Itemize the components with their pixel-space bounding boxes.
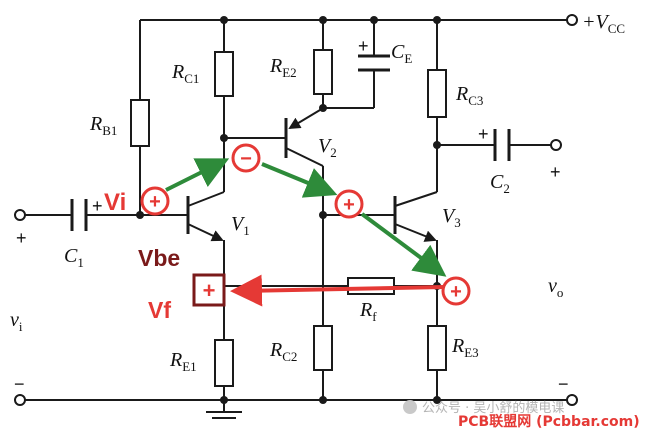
output-minus-sign: − (558, 374, 569, 394)
arrow-v2-base-to-collector (261, 162, 338, 198)
transistor-v2-emitter (288, 109, 321, 130)
annotation-vf: Vf (148, 297, 171, 323)
transistor-v1-emitter (187, 223, 224, 242)
label-re1: RE1 (169, 349, 197, 374)
label-rf: Rf (359, 299, 377, 324)
mark-v2-sign: + (343, 194, 355, 216)
input-minus-sign: − (14, 374, 25, 394)
vf-box-sign: + (203, 278, 216, 303)
label-rc3: RC3 (455, 83, 483, 108)
watermark-site: PCB联盟网 (Pcbbar.com) (458, 414, 640, 430)
component-labels: +VCC RB1 RC1 RE2 CE RC3 V1 V2 V3 C1 C2 R… (10, 11, 625, 374)
mark-v1-sign: − (240, 148, 252, 170)
resistor-rc1 (214, 51, 234, 97)
mark-v1-collector-negative (231, 143, 261, 173)
resistor-rb1 (130, 99, 150, 147)
terminal-input-plus (14, 209, 26, 221)
label-v1: V1 (231, 213, 250, 238)
resistor-rf (347, 277, 395, 295)
label-re3: RE3 (451, 335, 479, 360)
wechat-icon (403, 400, 417, 414)
circuit-wires (25, 19, 568, 419)
terminal-output-minus (566, 394, 578, 406)
terminals (14, 14, 578, 406)
label-c2: C2 (490, 171, 510, 196)
label-re2: RE2 (269, 55, 297, 80)
label-ce: CE (391, 41, 412, 66)
capacitors (70, 54, 511, 231)
label-vi: vi (10, 309, 23, 334)
mark-v3-emitter-positive (441, 276, 471, 306)
output-plus-sign: + (550, 162, 561, 182)
mark-v2-collector-positive (334, 189, 364, 219)
polarity-signs: + + + + + − − (14, 36, 569, 394)
feedback-arrow (230, 274, 445, 307)
input-plus-sign: + (16, 228, 27, 248)
resistor-rc2 (313, 325, 333, 371)
feedback-arrow-group (230, 274, 445, 307)
transistor-v1-collector (187, 191, 225, 207)
resistor-rc3 (427, 69, 447, 118)
terminal-vcc (566, 14, 578, 26)
label-rb1: RB1 (89, 113, 117, 138)
mark-vi-sign: + (149, 191, 161, 213)
junction-dots (136, 16, 441, 404)
terminal-output-plus (550, 139, 562, 151)
label-v3: V3 (442, 205, 461, 230)
polarity-mark-signs: + − + + (149, 148, 462, 303)
label-vo: vo (548, 275, 563, 300)
transistors (186, 109, 438, 242)
mark-v3-sign: + (450, 281, 462, 303)
label-rc1: RC1 (171, 61, 199, 86)
c1-plus-sign: + (92, 196, 103, 216)
arrow-v2-to-v3-emitter (360, 212, 447, 277)
label-vcc: +VCC (582, 11, 625, 36)
resistors (130, 49, 447, 387)
arrow-vi-to-v1-collector (165, 158, 230, 192)
resistor-re3 (427, 325, 447, 371)
transistor-v2-collector (285, 147, 324, 167)
transistor-v3-emitter (394, 223, 437, 242)
watermark-channel: 公众号 · 吴小舒的模电课 (422, 400, 564, 416)
label-v2: V2 (318, 135, 337, 160)
terminal-input-minus (14, 394, 26, 406)
resistor-re2 (313, 49, 333, 95)
label-rc2: RC2 (269, 339, 297, 364)
c2-plus-sign: + (478, 124, 489, 144)
mark-vi-positive (140, 186, 170, 216)
transistor-v3-collector (394, 191, 438, 207)
polarity-marks (140, 143, 471, 306)
resistor-re1 (214, 339, 234, 387)
vf-emitter-box (192, 273, 226, 307)
signal-arrows (165, 158, 447, 277)
ce-plus-sign: + (358, 36, 369, 56)
label-c1: C1 (64, 245, 84, 270)
watermark: 公众号 · 吴小舒的模电课 PCB联盟网 (Pcbbar.com) (403, 400, 640, 430)
annotation-vbe: Vbe (138, 245, 180, 271)
annotation-vi: Vi (104, 189, 126, 216)
